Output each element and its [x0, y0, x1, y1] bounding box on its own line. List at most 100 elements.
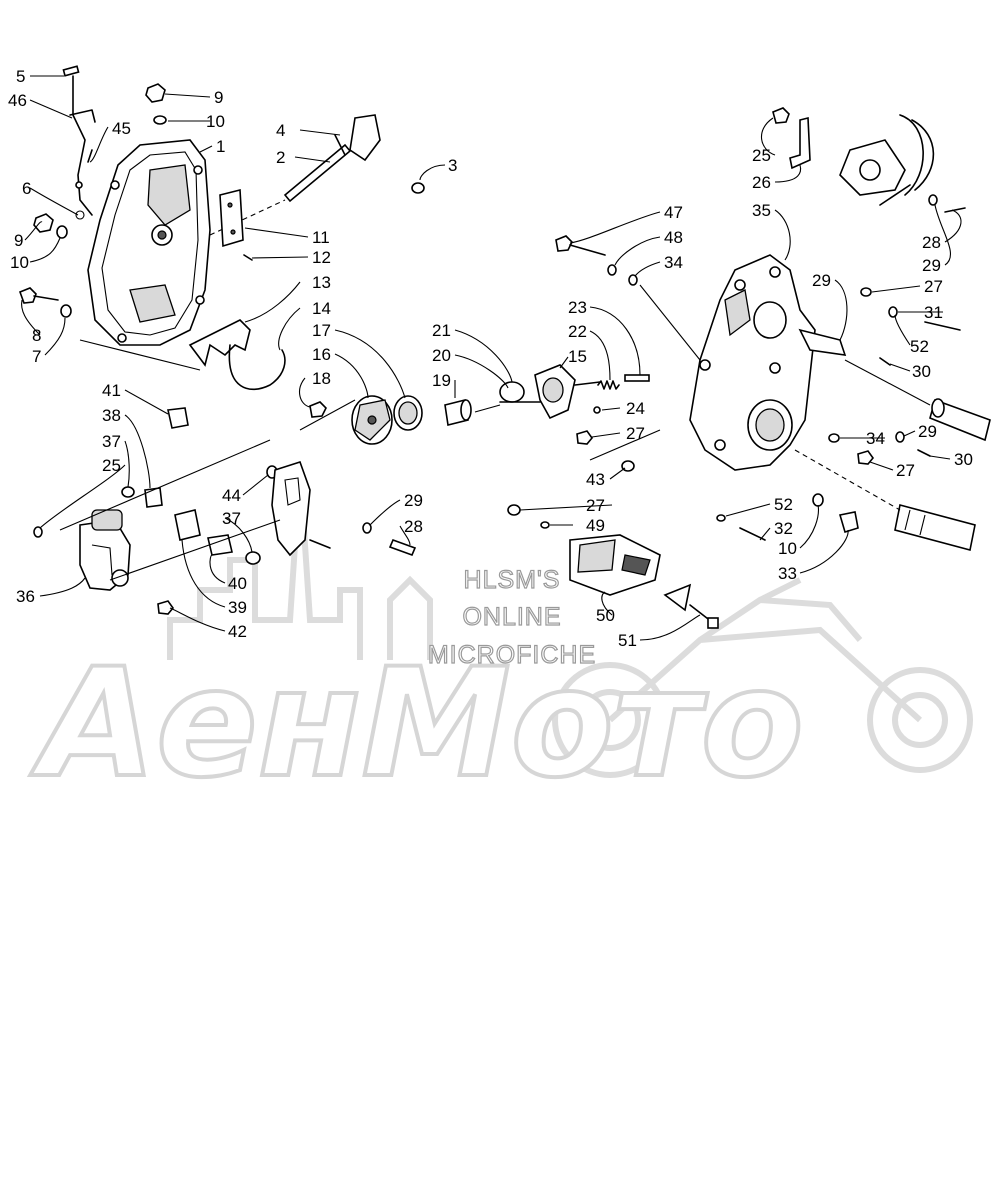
callout-48: 48 — [664, 228, 683, 247]
bolt-42-part — [157, 600, 175, 615]
bolt-18-part — [309, 401, 327, 418]
watermark: АенМото HLSM'S ONLINE MICROFICHE — [28, 469, 973, 813]
oring-20-part — [499, 381, 541, 403]
callout-3: 3 — [448, 156, 457, 175]
callout-27: 27 — [586, 496, 605, 515]
bracket-26-part — [772, 107, 811, 170]
lever-51-part — [663, 583, 719, 629]
callout-39: 39 — [228, 598, 247, 617]
callout-46: 46 — [8, 91, 27, 110]
callout-15: 15 — [568, 347, 587, 366]
bracket-13-part — [188, 319, 251, 367]
callout-32: 32 — [774, 519, 793, 538]
watermark-motorcycle-icon — [552, 577, 973, 778]
callout-22: 22 — [568, 322, 587, 341]
callout-29: 29 — [918, 422, 937, 441]
callout-27: 27 — [896, 461, 915, 480]
sprocket-16-part — [351, 395, 393, 445]
callout-30: 30 — [954, 450, 973, 469]
watermark-line-1: HLSM'S — [464, 566, 561, 594]
callout-6: 6 — [22, 179, 31, 198]
callout-34: 34 — [664, 253, 683, 272]
callout-11: 11 — [312, 228, 330, 247]
callout-40: 40 — [228, 574, 247, 593]
callout-28: 28 — [404, 517, 423, 536]
housing-50-part — [507, 504, 661, 596]
callout-9: 9 — [214, 88, 223, 107]
callout-23: 23 — [568, 298, 587, 317]
callout-44: 44 — [222, 486, 241, 505]
callout-33: 33 — [778, 564, 797, 583]
callout-52: 52 — [774, 495, 793, 514]
callout-16: 16 — [312, 345, 331, 364]
callout-10: 10 — [778, 539, 797, 558]
callout-21: 21 — [432, 321, 451, 340]
callout-29: 29 — [922, 256, 941, 275]
callout-45: 45 — [112, 119, 131, 138]
callout-28: 28 — [922, 233, 941, 252]
callout-9: 9 — [14, 231, 23, 250]
bolt-28-29-part — [362, 522, 417, 557]
bolt-47-part — [555, 235, 701, 361]
leader-lines-left — [59, 439, 281, 581]
callout-14: 14 — [312, 299, 331, 318]
bolt-32-part — [716, 493, 859, 541]
callout-10: 10 — [206, 112, 225, 131]
pad-38-part — [121, 486, 163, 508]
washer-27-right-part — [860, 287, 961, 366]
cable-14-part — [228, 344, 286, 391]
callout-37: 37 — [102, 432, 121, 451]
bracket-36-part — [79, 509, 131, 591]
watermark-church-icon — [167, 469, 433, 660]
bushing-39-part — [174, 509, 261, 565]
bolt-9-left-part — [33, 210, 85, 239]
callout-26: 26 — [752, 173, 771, 192]
callout-13: 13 — [312, 273, 331, 292]
callout-18: 18 — [312, 369, 331, 388]
callout-7: 7 — [32, 347, 41, 366]
callout-34: 34 — [866, 429, 885, 448]
callout-1: 1 — [216, 137, 225, 156]
callout-8: 8 — [32, 326, 41, 345]
callout-17: 17 — [312, 321, 331, 340]
callout-10: 10 — [10, 253, 29, 272]
bearing-19-part — [444, 399, 472, 426]
caliper-44-part — [266, 461, 331, 557]
spring-22-part — [597, 374, 650, 390]
callout-38: 38 — [102, 406, 121, 425]
callout-29: 29 — [812, 271, 831, 290]
shift-shaft-part — [209, 114, 425, 236]
callout-47: 47 — [664, 203, 683, 222]
callout-24: 24 — [626, 399, 645, 418]
gear-17-part — [393, 395, 423, 431]
callout-35: 35 — [752, 201, 771, 220]
gear-case-35-part — [689, 254, 847, 471]
callout-42: 42 — [228, 622, 247, 641]
dipstick-part — [62, 65, 96, 216]
tensioner-15-part — [534, 364, 601, 420]
bolt-8-part — [18, 287, 72, 318]
callout-labels: 5 46 45 6 9 10 8 7 9 10 1 4 2 3 11 12 13… — [8, 67, 973, 650]
watermark-brand: АенМото — [30, 637, 804, 811]
callout-25: 25 — [752, 146, 771, 165]
washer-34-right-part — [828, 431, 931, 465]
screw-24-part — [593, 406, 601, 414]
callout-29: 29 — [404, 491, 423, 510]
bolt-9-top-part — [145, 83, 167, 125]
callout-30: 30 — [912, 362, 931, 381]
plug-45-part — [87, 149, 93, 163]
chaincase-cover-part — [87, 139, 211, 346]
callout-19: 19 — [432, 371, 451, 390]
callout-49: 49 — [586, 516, 605, 535]
watermark-line-2: ONLINE — [462, 603, 561, 631]
callout-20: 20 — [432, 346, 451, 365]
callout-43: 43 — [586, 470, 605, 489]
leader-line — [79, 339, 201, 371]
hub-plate-part — [839, 114, 966, 213]
callout-31: 31 — [924, 303, 943, 322]
callout-52: 52 — [910, 337, 929, 356]
callout-51: 51 — [618, 631, 637, 650]
callout-4: 4 — [276, 121, 285, 140]
